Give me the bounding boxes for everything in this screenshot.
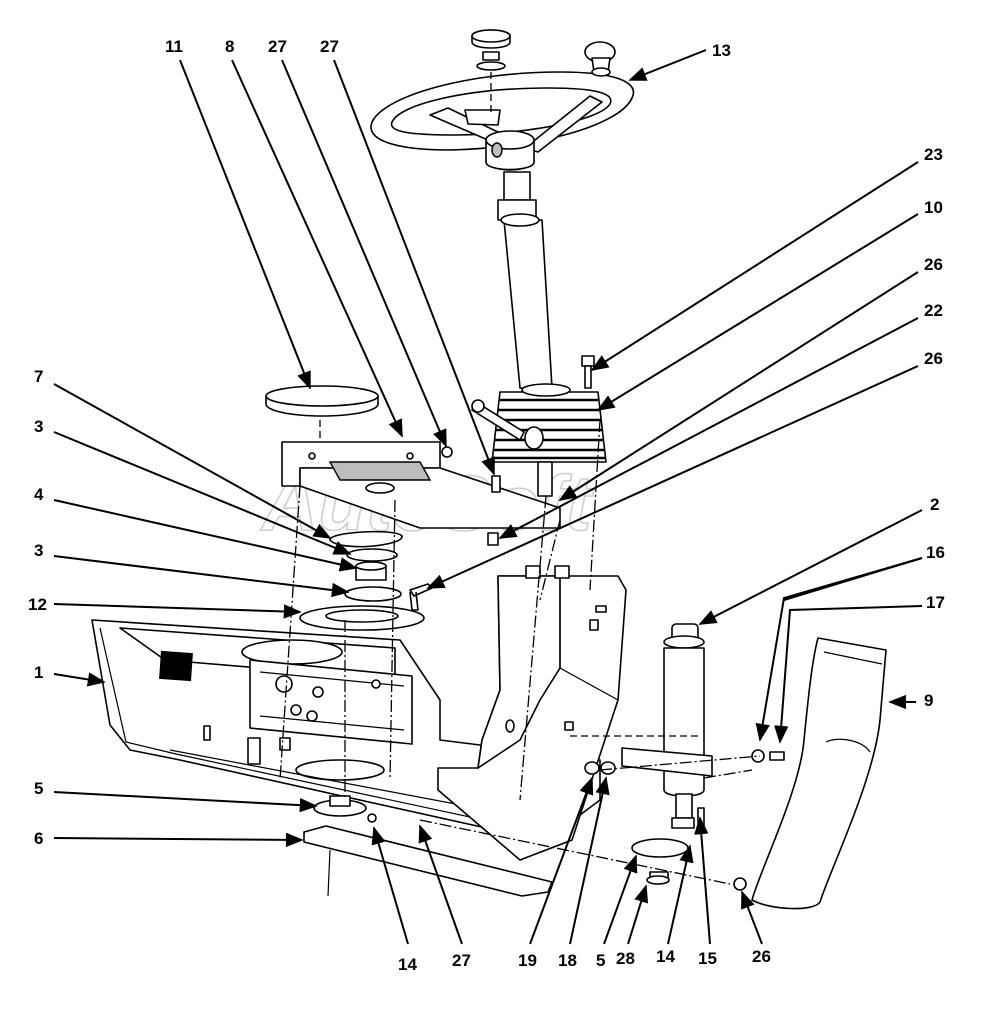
callout-label: 13 <box>712 41 731 60</box>
callout-label: 23 <box>924 145 943 164</box>
callout-label: 18 <box>558 951 577 970</box>
callout-label: 16 <box>926 543 945 562</box>
bellows-boot <box>471 383 607 497</box>
callout-label: 14 <box>398 955 417 974</box>
callout-label: 1 <box>34 663 43 682</box>
callout-label: 5 <box>596 951 605 970</box>
washer-16 <box>751 749 765 763</box>
bolt-23 <box>581 355 595 389</box>
bolt-17 <box>769 751 785 761</box>
floor-plate-6 <box>303 825 553 897</box>
leader-lines <box>53 49 923 945</box>
fender-panel-9 <box>751 637 887 910</box>
callout-label: 4 <box>34 485 44 504</box>
spacer-26 <box>487 532 499 546</box>
callout-label: 5 <box>34 779 43 798</box>
callout-label: 2 <box>930 495 939 514</box>
callout-label: 26 <box>924 255 943 274</box>
steering-column <box>497 171 553 389</box>
callout-label: 26 <box>924 349 943 368</box>
washer-19 <box>584 761 600 775</box>
callout-label: 27 <box>268 37 287 56</box>
console-housing <box>437 565 627 861</box>
flange-5-left <box>313 795 377 823</box>
callout-label: 6 <box>34 829 43 848</box>
callout-label: 3 <box>34 417 43 436</box>
callout-label: 28 <box>616 949 635 968</box>
callout-label: 10 <box>924 198 943 217</box>
nut-18 <box>600 761 616 775</box>
steering-wheel <box>370 41 635 171</box>
callout-label: 19 <box>518 951 537 970</box>
callout-label: 14 <box>656 947 675 966</box>
callout-label: 12 <box>28 595 47 614</box>
nut-26 <box>733 877 747 891</box>
shock-bracket <box>621 747 713 777</box>
cover-cap-11 <box>265 385 379 440</box>
callout-label: 27 <box>320 37 339 56</box>
callout-label: 7 <box>34 367 43 386</box>
nut-27a <box>441 446 453 458</box>
assembly-center-lines <box>279 419 761 885</box>
callout-label: 15 <box>698 949 717 968</box>
callout-label: 8 <box>225 37 234 56</box>
callout-label: 11 <box>165 37 183 56</box>
callout-label: 9 <box>924 691 933 710</box>
wheel-cap-and-nut <box>471 29 511 112</box>
callout-label: 22 <box>924 301 943 320</box>
callout-label: 17 <box>926 593 945 612</box>
callout-label: 26 <box>752 947 771 966</box>
callout-label: 27 <box>452 951 471 970</box>
bolt-27b <box>491 475 501 493</box>
callout-labels: 11 8 27 27 13 23 10 26 22 26 7 3 4 3 12 … <box>28 37 945 974</box>
callout-label: 3 <box>34 541 43 560</box>
